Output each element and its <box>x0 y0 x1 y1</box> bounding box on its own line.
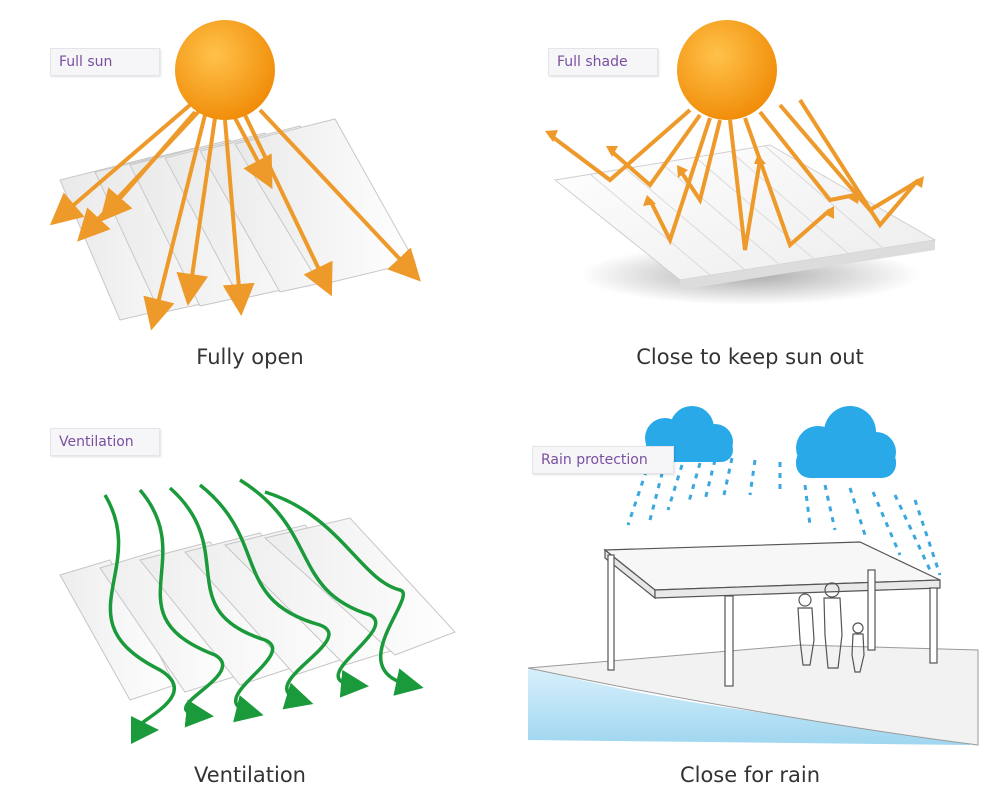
sun-rays <box>49 103 421 331</box>
sun-icon <box>175 20 275 120</box>
people-silhouettes <box>797 582 865 673</box>
airflow-arrows <box>103 478 424 744</box>
ventilation-diagram <box>59 478 456 744</box>
sun-icon <box>677 20 777 120</box>
panel-rain-protection: Rain protection Close for rain <box>500 400 1000 808</box>
panel-ventilation: Ventilation Ventilation <box>0 400 500 808</box>
panel-full-sun: Full sun Fully open <box>0 0 500 400</box>
caption-ventilation: Ventilation <box>194 763 306 787</box>
label-ventilation: Ventilation <box>50 428 160 456</box>
ray-arrowheads <box>545 130 924 219</box>
caption-close-sun-out: Close to keep sun out <box>636 345 864 369</box>
label-full-sun: Full sun <box>50 48 160 76</box>
closed-louvers-diagram <box>545 20 937 305</box>
tilted-slats <box>59 517 456 701</box>
rain-drops <box>626 457 942 576</box>
pergola-rain-diagram <box>527 406 979 746</box>
closed-roof <box>553 144 937 290</box>
panel-full-shade: Full shade Close to keep sun out <box>500 0 1000 400</box>
cloud-icon <box>796 406 896 478</box>
open-louvers-diagram <box>49 20 421 331</box>
label-rain-protection: Rain protection <box>532 446 674 474</box>
caption-fully-open: Fully open <box>196 345 304 369</box>
caption-close-for-rain: Close for rain <box>679 763 821 787</box>
pergola <box>603 541 941 687</box>
label-full-shade: Full shade <box>548 48 658 76</box>
terrace-floor <box>527 644 979 746</box>
